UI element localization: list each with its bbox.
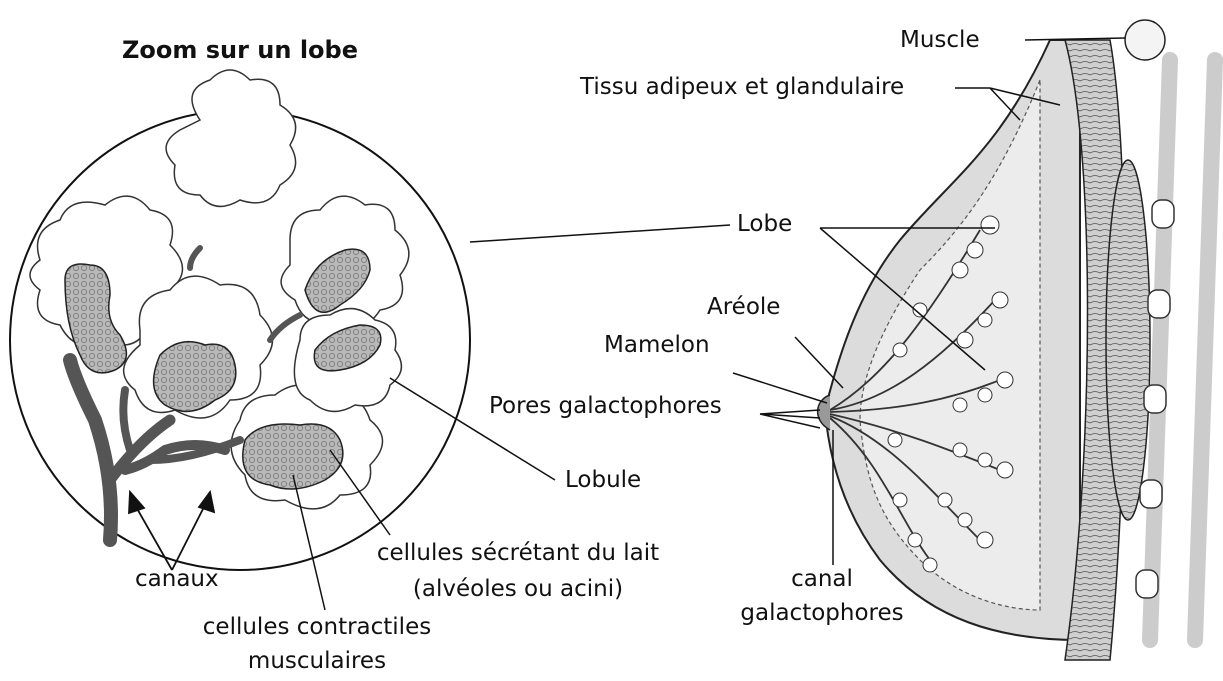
zoom-leader-line <box>470 225 730 242</box>
label-muscle: Muscle <box>900 29 980 52</box>
zoom-title: Zoom sur un lobe <box>122 38 358 62</box>
label-areole: Aréole <box>707 296 780 319</box>
label-cellules-lait-1: cellules sécrétant du lait <box>377 542 659 565</box>
label-canaux: canaux <box>135 568 219 591</box>
label-canal-2: galactophores <box>740 602 903 625</box>
label-lobe: Lobe <box>737 213 792 236</box>
label-canal-1: canal <box>791 568 853 591</box>
lobe-zoom-circle <box>10 70 470 570</box>
label-contractiles-1: cellules contractiles <box>203 616 431 639</box>
label-mamelon: Mamelon <box>604 334 710 357</box>
label-tissu: Tissu adipeux et glandulaire <box>580 76 904 99</box>
label-contractiles-2: musculaires <box>248 650 386 673</box>
label-cellules-lait-2: (alvéoles ou acini) <box>413 578 623 601</box>
label-pores: Pores galactophores <box>489 395 722 418</box>
muscle-blob <box>1125 20 1165 60</box>
label-lobule: Lobule <box>565 469 641 492</box>
